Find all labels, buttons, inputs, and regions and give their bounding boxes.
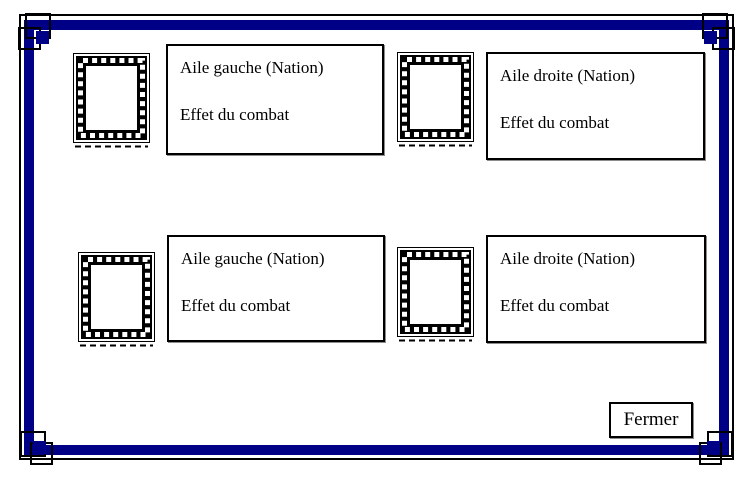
corner-squares-top-right	[702, 13, 735, 50]
wing-info-box: Aile gauche (Nation) Effet du combat	[166, 44, 384, 155]
wing-effect-label: Effet du combat	[180, 105, 290, 124]
wing-info-box: Aile gauche (Nation) Effet du combat	[167, 235, 385, 342]
wing-title: Aile gauche (Nation)	[181, 249, 325, 268]
corner-squares-bottom-left	[20, 431, 53, 465]
wing-info-box: Aile droite (Nation) Effet du combat	[486, 52, 705, 160]
wing-info-box: Aile droite (Nation) Effet du combat	[486, 235, 706, 343]
picture-frame-icon	[397, 247, 474, 343]
close-button[interactable]: Fermer	[609, 402, 693, 438]
picture-frame-icon	[73, 53, 150, 149]
wing-title: Aile droite (Nation)	[500, 66, 636, 85]
wing-effect-label: Effet du combat	[500, 113, 610, 132]
wing-title: Aile gauche (Nation)	[180, 58, 324, 77]
picture-frame-icon	[397, 52, 474, 148]
wing-effect-label: Effet du combat	[500, 296, 610, 315]
wing-effect-label: Effet du combat	[181, 296, 291, 315]
wing-title: Aile droite (Nation)	[500, 249, 636, 268]
corner-squares-bottom-right	[699, 431, 733, 465]
picture-frame-icon	[78, 252, 155, 348]
corner-squares-top-left	[18, 13, 51, 50]
